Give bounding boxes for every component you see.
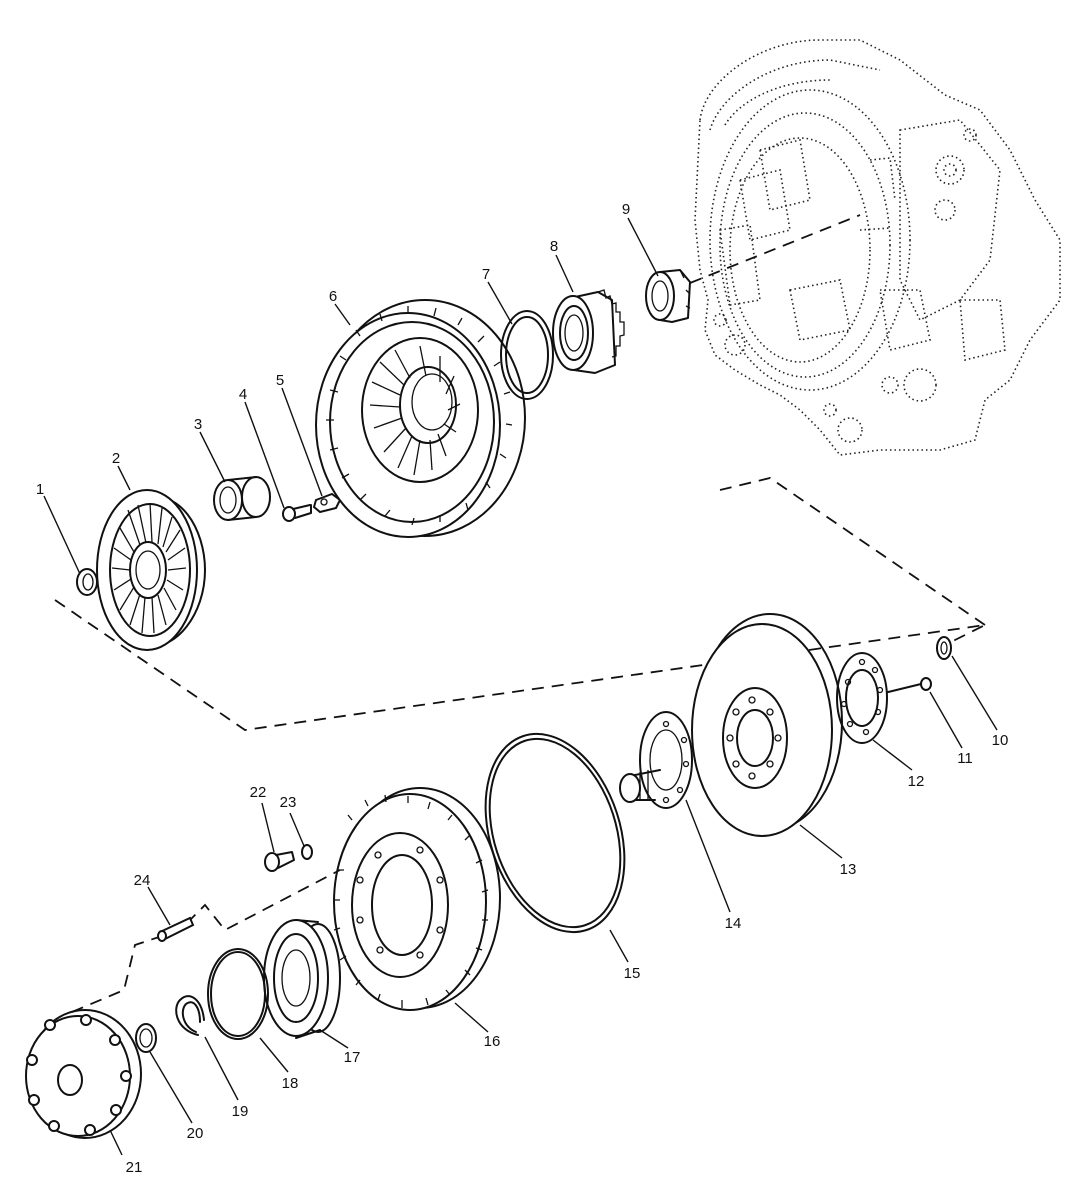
- callout-19: 19: [232, 1103, 249, 1120]
- part-16-flywheel-plate: [333, 787, 501, 1011]
- callout-10: 10: [992, 732, 1009, 749]
- callout-16: 16: [484, 1033, 501, 1050]
- callout-23: 23: [280, 794, 297, 811]
- part-5-lock-plate: [312, 492, 342, 514]
- callout-7: 7: [482, 266, 490, 283]
- callout-22: 22: [250, 784, 267, 801]
- engine-housing: [694, 39, 1061, 456]
- callout-21: 21: [126, 1159, 143, 1176]
- callout-8: 8: [550, 238, 558, 255]
- part-8-gear: [552, 289, 625, 374]
- part-13-converter-housing: [691, 613, 843, 837]
- part-15-gasket-ring: [484, 732, 626, 934]
- callout-14: 14: [725, 915, 742, 932]
- part-19-retaining-ring: [175, 995, 205, 1036]
- part-9-bearing: [645, 269, 691, 323]
- part-17-bearing: [263, 919, 341, 1039]
- part-6-impeller: [315, 299, 526, 538]
- part-20-small-snap-ring: [135, 1023, 157, 1053]
- part-18-snap-ring: [207, 948, 269, 1040]
- callout-18: 18: [282, 1075, 299, 1092]
- part-12-hub-plate: [836, 652, 888, 744]
- part-7-seal-ring: [500, 310, 554, 400]
- leader-lines: [43, 217, 998, 1156]
- part-4-bolt: [282, 504, 312, 522]
- callout-12: 12: [908, 773, 925, 790]
- part-14-input-flange: [619, 711, 693, 809]
- part-23-washer: [301, 844, 313, 860]
- callout-5: 5: [276, 372, 284, 389]
- callout-2: 2: [112, 450, 120, 467]
- callout-1: 1: [36, 481, 44, 498]
- callout-9: 9: [622, 201, 630, 218]
- callout-3: 3: [194, 416, 202, 433]
- part-22-bolt: [264, 851, 295, 872]
- callout-13: 13: [840, 861, 857, 878]
- callout-11: 11: [957, 750, 973, 767]
- part-21-drive-plate: [25, 1009, 142, 1139]
- callout-17: 17: [344, 1049, 361, 1066]
- part-24-dowel-pin: [157, 916, 195, 942]
- callout-6: 6: [329, 288, 337, 305]
- part-10-lock-washer: [936, 636, 952, 660]
- part-3-bushing: [213, 476, 271, 521]
- part-2-turbine: [96, 489, 206, 651]
- callout-24: 24: [134, 872, 151, 889]
- callout-15: 15: [624, 965, 641, 982]
- callout-20: 20: [187, 1125, 204, 1142]
- callout-numbers: 1 2 3 4 5 6 7 8 9 10 11 12 13 14 15 16 1…: [36, 201, 1009, 1176]
- callout-4: 4: [239, 386, 247, 403]
- center-axis-line: [689, 214, 861, 284]
- alignment-frame-upper: [54, 477, 986, 731]
